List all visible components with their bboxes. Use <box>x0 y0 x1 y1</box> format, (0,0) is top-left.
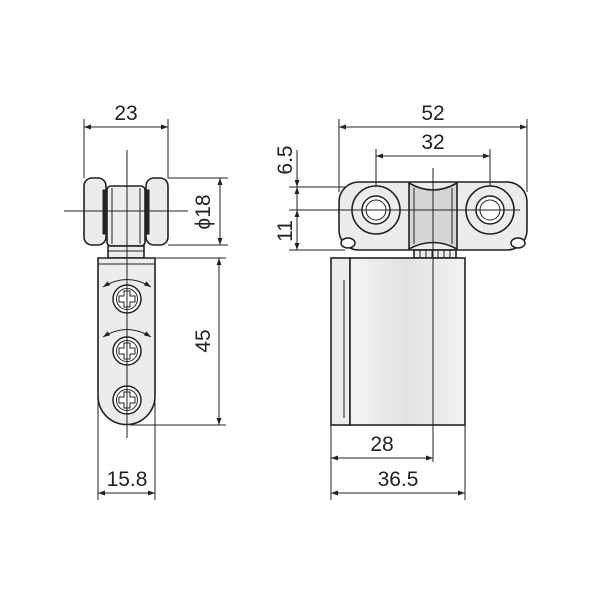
front-body <box>349 257 466 426</box>
dim-plate-width: 15.8 <box>107 468 148 491</box>
front-view: 52 32 6.5 11 28 36.5 <box>274 102 528 500</box>
side-view: 23 ϕ18 45 15.8 <box>64 102 228 500</box>
dim-side-width: 23 <box>114 102 137 125</box>
corner-pin-left <box>340 237 356 249</box>
dim-overall-width: 52 <box>421 102 444 125</box>
dim-body-height: 45 <box>192 329 215 352</box>
dim-wheel-offset: 6.5 <box>274 145 297 174</box>
corner-pin-right <box>510 237 526 249</box>
hub <box>106 185 146 247</box>
dim-wheel-diameter: ϕ18 <box>192 194 215 229</box>
front-flange <box>330 257 351 426</box>
dim-wheel-spacing: 32 <box>421 131 444 154</box>
dim-head-height: 11 <box>274 220 297 242</box>
dim-body-half-width: 28 <box>370 433 393 456</box>
neck <box>107 245 145 259</box>
dim-body-width: 36.5 <box>378 468 419 491</box>
